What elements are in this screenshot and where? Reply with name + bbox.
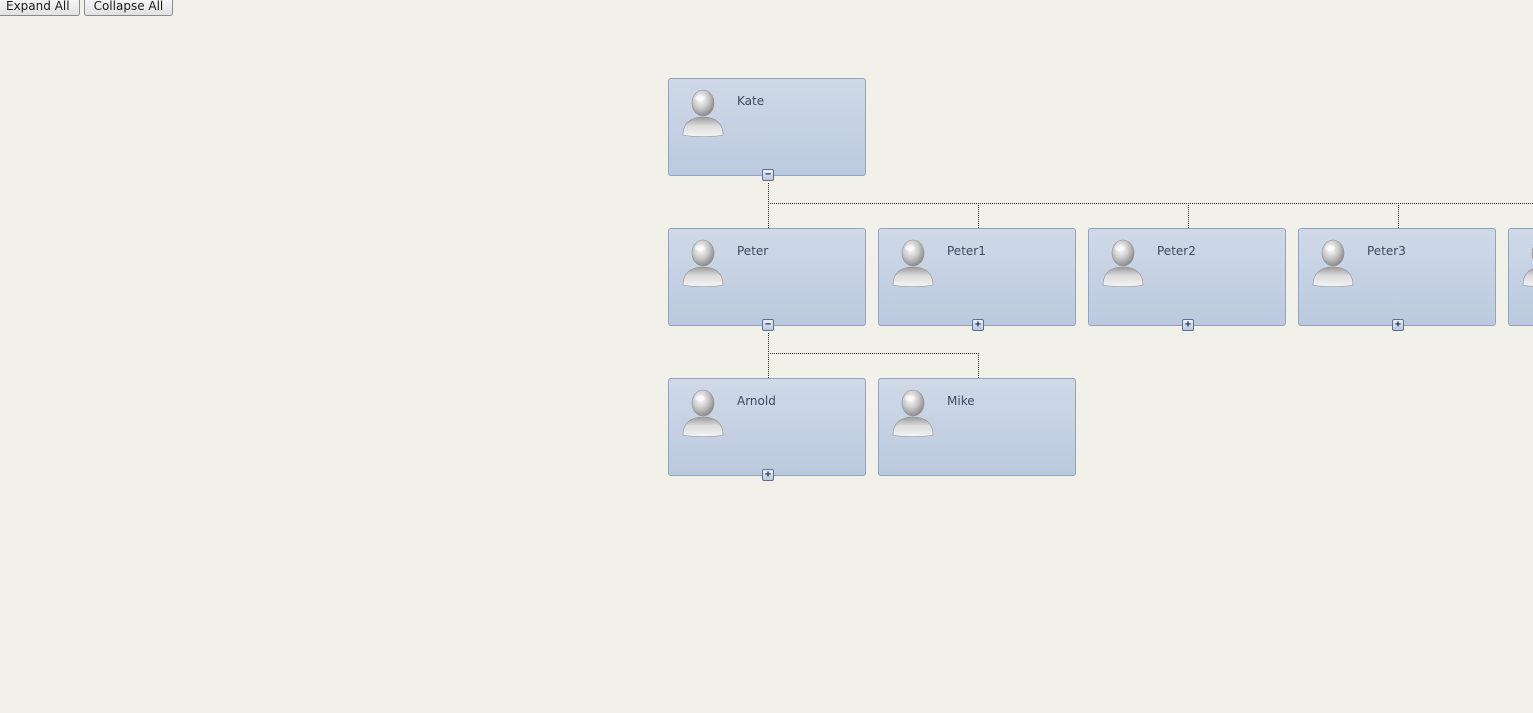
org-node-mike[interactable]: Mike (878, 378, 1076, 476)
user-avatar-icon (1101, 239, 1145, 287)
org-node-peter2[interactable]: Peter2 + (1088, 228, 1286, 331)
expand-toggle-icon[interactable]: + (972, 319, 984, 331)
node-name: Peter (737, 244, 769, 258)
user-avatar-icon (1311, 239, 1355, 287)
org-node-kate[interactable]: Kate − (668, 78, 866, 181)
user-avatar-icon (681, 239, 725, 287)
expand-all-button[interactable]: Expand All (0, 0, 80, 16)
collapse-toggle-icon[interactable]: − (762, 319, 774, 331)
collapse-all-button[interactable]: Collapse All (83, 0, 174, 16)
node-name: Mike (947, 394, 975, 408)
org-node-partial[interactable] (1508, 228, 1533, 326)
node-name: Arnold (737, 394, 776, 408)
collapse-toggle-icon[interactable]: − (762, 169, 774, 181)
expand-toggle-icon[interactable]: + (1392, 319, 1404, 331)
node-name: Peter1 (947, 244, 986, 258)
org-node-peter[interactable]: Peter − (668, 228, 866, 331)
org-node-peter1[interactable]: Peter1 + (878, 228, 1076, 331)
user-avatar-icon (1521, 239, 1533, 287)
user-avatar-icon (891, 389, 935, 437)
org-node-peter3[interactable]: Peter3 + (1298, 228, 1496, 331)
toolbar: Expand All Collapse All (0, 0, 174, 16)
org-node-arnold[interactable]: Arnold + (668, 378, 866, 481)
user-avatar-icon (681, 89, 725, 137)
expand-toggle-icon[interactable]: + (762, 469, 774, 481)
node-name: Kate (737, 94, 765, 108)
node-name: Peter3 (1367, 244, 1406, 258)
user-avatar-icon (681, 389, 725, 437)
expand-toggle-icon[interactable]: + (1182, 319, 1194, 331)
node-name: Peter2 (1157, 244, 1196, 258)
user-avatar-icon (891, 239, 935, 287)
